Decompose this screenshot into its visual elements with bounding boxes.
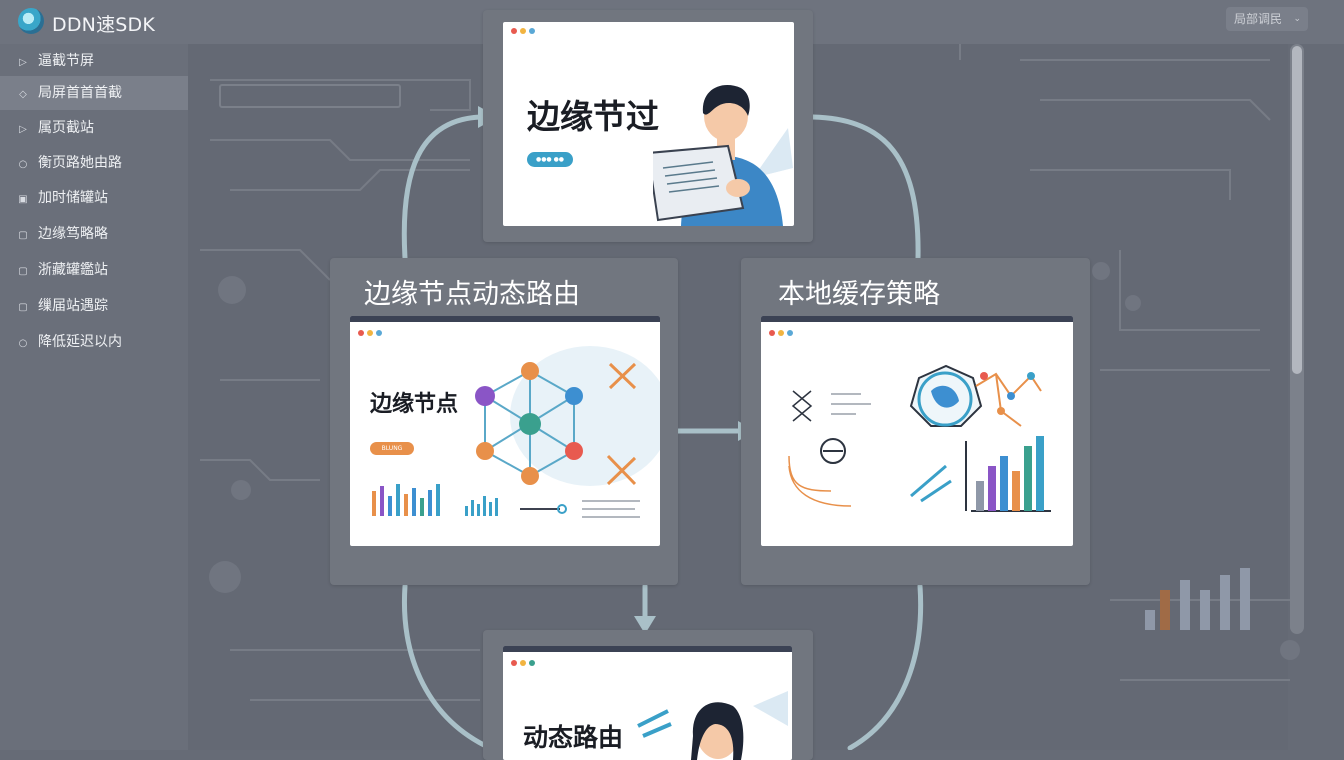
sidebar-item-label: 加时储罐站 xyxy=(38,190,108,206)
view-select[interactable]: 局部调民 ⌄ xyxy=(1226,7,1308,31)
sidebar-item-2[interactable]: ◇ 局屏首首首截 xyxy=(0,76,188,110)
preview-heading: 边缘节过 xyxy=(527,97,659,136)
card-title: 边缘节点动态路由 xyxy=(364,279,580,310)
card-title: 本地缓存策略 xyxy=(778,279,940,310)
sidebar-item-label: 局屏首首首截 xyxy=(38,85,122,101)
square-icon: ▢ xyxy=(18,302,28,313)
play-icon: ▷ xyxy=(19,124,27,135)
flow-card-top[interactable]: 边缘节过 ●●● ●● xyxy=(483,10,813,242)
sidebar-item-6[interactable]: ▢ 边缘笃略略 xyxy=(0,217,188,251)
flow-card-local-cache[interactable]: 本地缓存策略 xyxy=(741,258,1090,585)
app-title: DDN速SDK xyxy=(52,14,156,36)
sidebar-item-9[interactable]: ○ 降低延迟以内 xyxy=(0,325,188,359)
sidebar-item-1[interactable]: ▷ 逼截节屏 xyxy=(0,44,188,78)
screenshot-preview: 边缘节点 BLUNG xyxy=(350,316,660,546)
preview-button: ●●● ●● xyxy=(527,152,573,167)
window-bar xyxy=(350,316,660,322)
square-icon: ▢ xyxy=(18,266,28,277)
sidebar: ▷ 逼截节屏 ◇ 局屏首首首截 ▷ 属页截站 ○ 衡页路她由路 ▣ 加时储罐站 ▢ 边缘笃略… xyxy=(0,44,188,750)
circle-icon: ○ xyxy=(18,338,28,349)
preview-heading: 边缘节点 xyxy=(370,392,459,417)
screenshot-preview: 边缘节过 ●●● ●● xyxy=(503,22,794,226)
logo-icon xyxy=(18,8,44,34)
bar-chart-mini xyxy=(372,484,440,516)
window-dot xyxy=(520,660,526,666)
window-dot xyxy=(520,28,526,34)
play-icon: ▷ xyxy=(19,57,27,68)
scrollbar-thumb[interactable] xyxy=(1292,46,1302,374)
sidebar-item-label: 缫届站遇踪 xyxy=(38,298,108,314)
cache-bar-chart xyxy=(965,436,1051,512)
square-icon: ▣ xyxy=(18,194,28,205)
window-bar xyxy=(761,316,1073,322)
sidebar-item-label: 边缘笃略略 xyxy=(38,226,108,242)
flow-card-dynamic-routing[interactable]: 边缘节点动态路由 边缘节点 BLUNG xyxy=(330,258,678,585)
sidebar-item-label: 属页截站 xyxy=(38,120,94,136)
screenshot-preview: 动态路由 xyxy=(503,646,792,760)
sidebar-item-label: 降低延迟以内 xyxy=(38,334,122,350)
window-dot xyxy=(529,28,535,34)
window-dot xyxy=(358,330,364,336)
window-dot xyxy=(511,28,517,34)
cache-illustration xyxy=(788,364,1051,512)
sidebar-item-label: 逼截节屏 xyxy=(38,53,94,69)
window-dot xyxy=(511,660,517,666)
sidebar-item-3[interactable]: ▷ 属页截站 xyxy=(0,111,188,145)
preview-button: BLUNG xyxy=(370,442,414,455)
window-dot xyxy=(778,330,784,336)
sidebar-item-8[interactable]: ▢ 缫届站遇踪 xyxy=(0,289,188,323)
circle-icon: ○ xyxy=(18,159,28,170)
chevron-down-icon: ⌄ xyxy=(1293,14,1301,24)
window-dot xyxy=(769,330,775,336)
view-select-value: 局部调民 xyxy=(1234,12,1283,26)
eye-icon: ◇ xyxy=(19,89,27,100)
window-dot xyxy=(376,330,382,336)
window-bar xyxy=(503,646,792,652)
sidebar-item-7[interactable]: ▢ 浙藏罐鑑站 xyxy=(0,253,188,287)
screenshot-preview xyxy=(761,316,1073,546)
flow-card-bottom[interactable]: 动态路由 xyxy=(483,630,813,760)
sidebar-item-5[interactable]: ▣ 加时储罐站 xyxy=(0,181,188,215)
sidebar-item-label: 浙藏罐鑑站 xyxy=(38,262,108,278)
window-dot xyxy=(529,660,535,666)
person-illustration xyxy=(653,85,793,226)
network-illustration xyxy=(372,346,660,518)
person-illustration xyxy=(637,691,788,760)
square-icon: ▢ xyxy=(18,230,28,241)
sidebar-item-4[interactable]: ○ 衡页路她由路 xyxy=(0,146,188,180)
preview-heading: 动态路由 xyxy=(523,723,624,752)
window-dot xyxy=(367,330,373,336)
sidebar-item-label: 衡页路她由路 xyxy=(38,155,122,171)
window-dot xyxy=(787,330,793,336)
